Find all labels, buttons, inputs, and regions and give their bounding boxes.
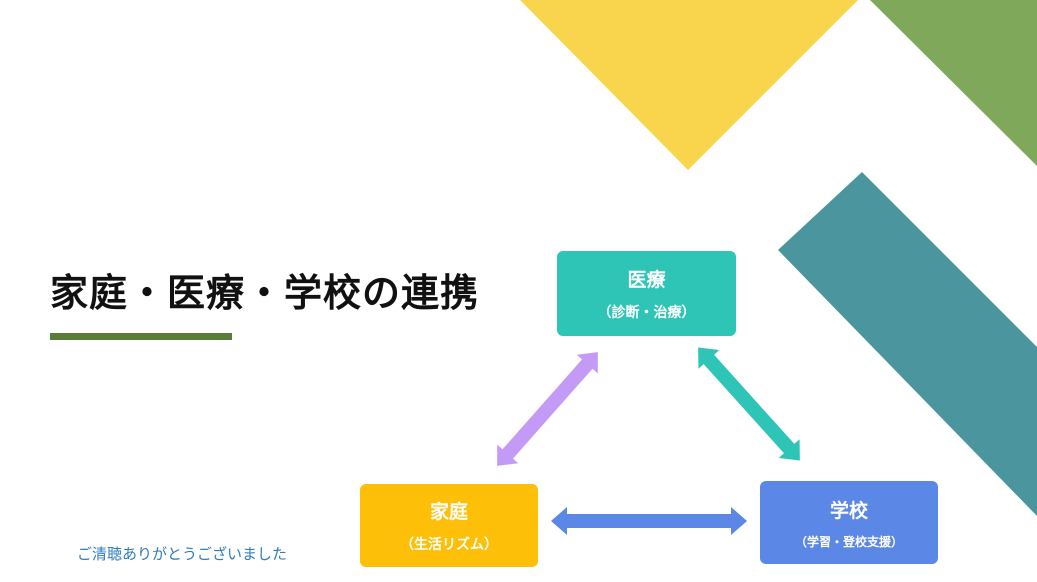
yellow-triangle (520, 0, 858, 170)
closing-text: ご清聴ありがとうございました (77, 545, 288, 563)
node-medical: 医療 （診断・治療） (557, 251, 736, 336)
node-school-label: 学校 (829, 499, 868, 522)
node-home: 家庭 （生活リズム） (360, 484, 538, 567)
node-school: 学校 （学習・登校支援） (760, 481, 938, 564)
arrow-home-medical (497, 352, 598, 466)
node-medical-sub: （診断・治療） (597, 305, 696, 321)
slide-title: 家庭・医療・学校の連携 (50, 271, 480, 315)
green-triangle (870, 0, 1037, 166)
node-medical-label: 医療 (627, 269, 666, 291)
arrow-medical-school (698, 347, 800, 461)
node-home-sub: （生活リズム） (400, 537, 498, 553)
arrow-home-school (551, 507, 747, 535)
teal-band (778, 172, 1037, 516)
node-home-label: 家庭 (429, 501, 468, 523)
title-underline (50, 333, 232, 340)
node-school-sub: （学習・登校支援） (794, 534, 903, 549)
